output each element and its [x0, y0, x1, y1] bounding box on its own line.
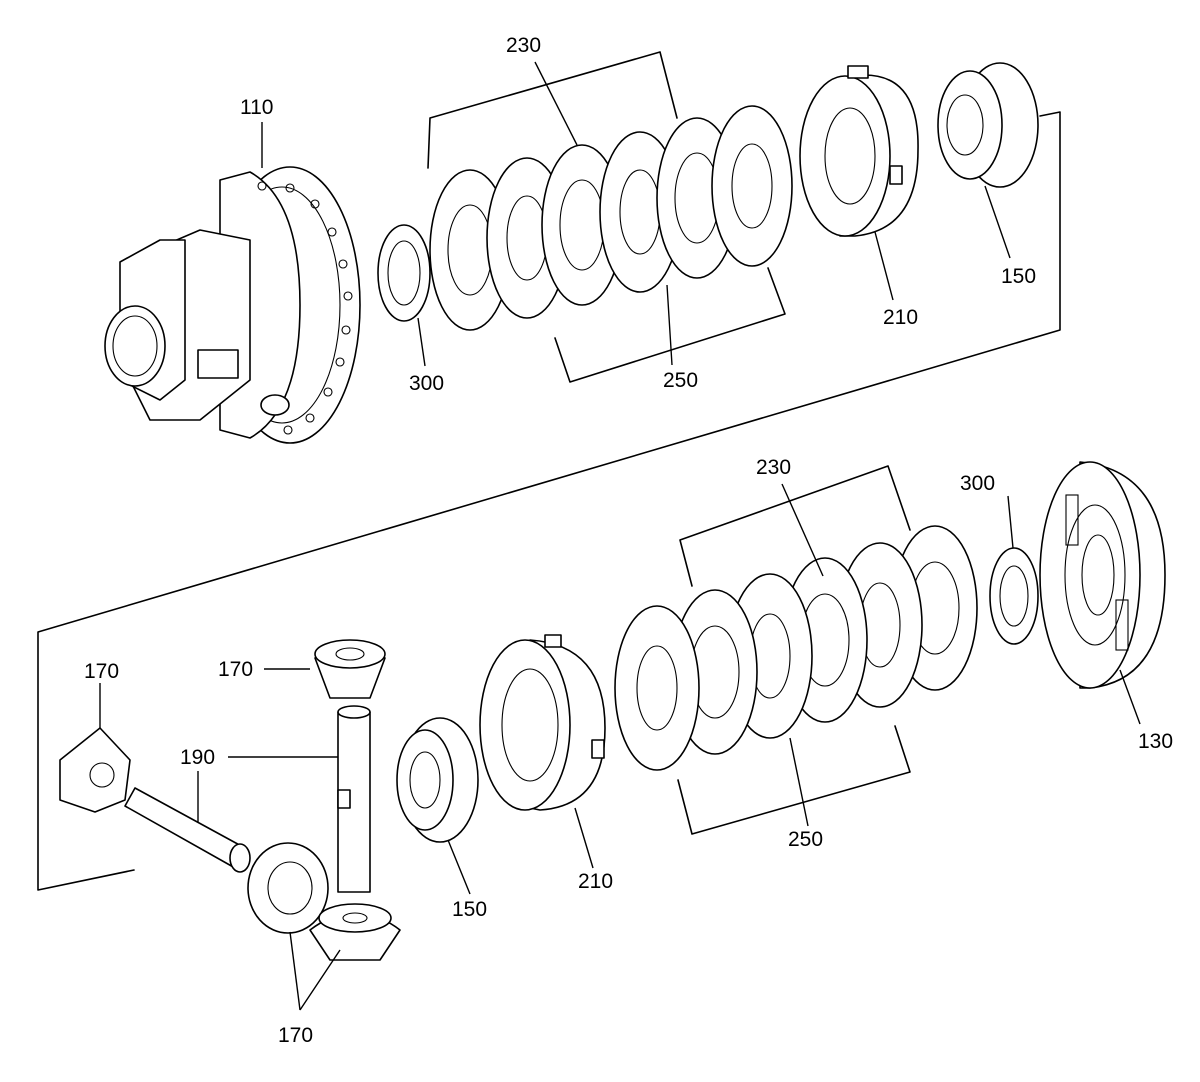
label-210-bottom: 210 — [578, 870, 613, 893]
shim-300-bottom — [989, 547, 1039, 645]
pinion-170-bottom-left — [247, 842, 329, 934]
part-labels: 110 300 230 250 210 150 230 300 130 250 … — [84, 34, 1173, 1047]
bracket-250-top — [554, 267, 786, 383]
pinion-170-top — [314, 639, 386, 699]
cover-130 — [1039, 461, 1166, 689]
label-150-bottom: 150 — [452, 898, 487, 921]
label-110: 110 — [240, 96, 273, 119]
label-170-bottom: 170 — [278, 1024, 313, 1047]
clutch-pack-bottom — [614, 525, 978, 771]
label-250-top: 250 — [663, 369, 698, 392]
label-210-top: 210 — [883, 306, 918, 329]
label-130: 130 — [1138, 730, 1173, 753]
pressure-ring-210-bottom — [479, 634, 606, 811]
differential-case-110 — [104, 166, 361, 444]
pinion-shaft-190 — [124, 705, 371, 893]
label-170-top: 170 — [218, 658, 253, 681]
bracket-230-bottom — [679, 465, 911, 587]
pinion-170-bottom-right — [309, 903, 401, 961]
label-300-top: 300 — [409, 372, 444, 395]
pressure-ring-210-top — [799, 65, 919, 237]
shim-300-top — [377, 224, 431, 322]
leader-lines — [99, 61, 1141, 1011]
bracket-230-top — [427, 51, 678, 169]
label-190: 190 — [180, 746, 215, 769]
side-gear-150-bottom — [396, 717, 479, 843]
label-230-bottom: 230 — [756, 456, 791, 479]
assembly-boundary-line — [37, 111, 1061, 891]
label-170-left: 170 — [84, 660, 119, 683]
clutch-pack-top — [429, 105, 793, 331]
label-300-bottom: 300 — [960, 472, 995, 495]
side-gear-150-top — [937, 62, 1039, 188]
label-250-bottom: 250 — [788, 828, 823, 851]
pinion-170-left — [59, 727, 131, 813]
label-150-top: 150 — [1001, 265, 1036, 288]
label-230-top: 230 — [506, 34, 541, 57]
bracket-250-bottom — [677, 725, 911, 835]
